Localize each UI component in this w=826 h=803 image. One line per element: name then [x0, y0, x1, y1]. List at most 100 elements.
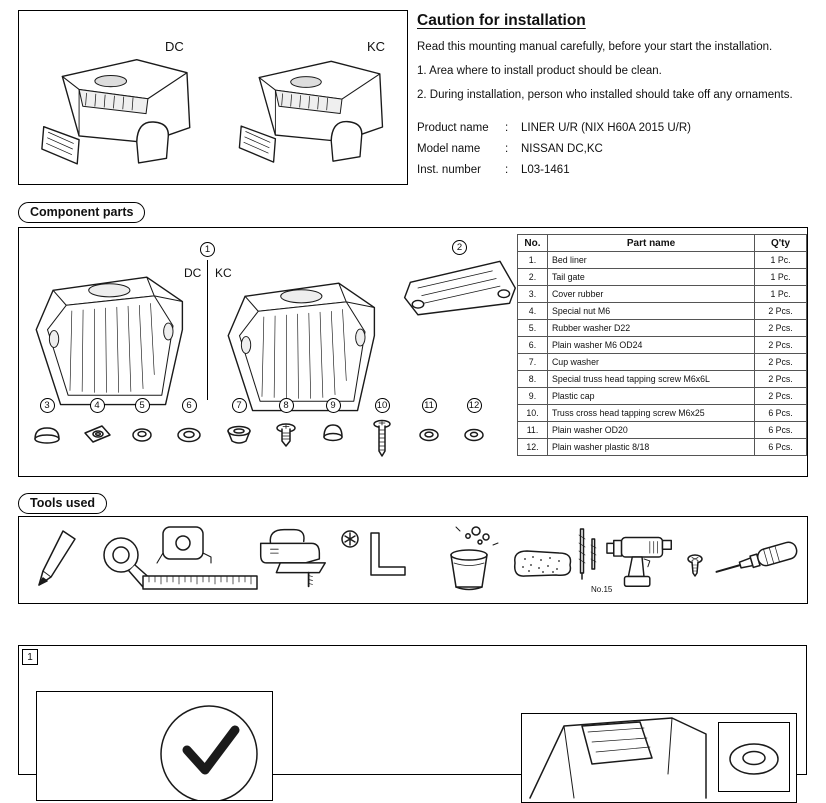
washer-rings-icon — [729, 743, 779, 775]
ruler-icon — [142, 575, 258, 590]
diagram-label-kc: KC — [215, 266, 232, 280]
cell-name: Plain washer plastic 8/18 — [546, 438, 756, 456]
cell-name: Special nut M6 — [546, 302, 756, 320]
inst-number-value: L03-1461 — [521, 163, 570, 176]
caution-section: Caution for installation Read this mount… — [417, 12, 819, 180]
callout-8: 8 — [278, 398, 294, 413]
part-item-7: 7 — [221, 398, 257, 457]
model-name-row: Model name : NISSAN DC,KC — [417, 138, 819, 159]
cell-qty: 6 Pcs. — [754, 438, 807, 456]
cell-qty: 2 Pcs. — [754, 353, 807, 371]
diagram-label-dc: DC — [184, 266, 202, 280]
cell-qty: 2 Pcs. — [754, 387, 807, 405]
cell-qty: 1 Pc. — [754, 251, 807, 269]
callout-4: 4 — [89, 398, 105, 413]
drill-bits-icon — [578, 528, 597, 580]
cell-no: 8. — [517, 370, 548, 388]
manual-page: DC KC Caution for installation Read this… — [18, 10, 819, 803]
cell-no: 4. — [517, 302, 548, 320]
tail-gate-illustration — [397, 252, 521, 326]
cup-washer-detail-inset — [718, 722, 790, 792]
part-item-8: 8 — [268, 398, 304, 457]
dc-kc-divider-line — [207, 260, 208, 400]
cell-qty: 2 Pcs. — [754, 319, 807, 337]
tools-used-section-label: Tools used — [18, 493, 108, 514]
step-1-check-panel — [36, 691, 273, 801]
product-info: Product name : LINER U/R (NIX H60A 2015 … — [417, 117, 819, 180]
truck-label-dc: DC — [165, 39, 184, 54]
cell-name: Special truss head tapping screw M6x6L — [546, 370, 756, 388]
bucket-icon — [450, 526, 499, 591]
truck-bed-dc-illustration — [27, 39, 213, 179]
column-header-qty: Q'ty — [754, 234, 807, 252]
cordless-drill-icon — [606, 536, 672, 587]
caution-title: Caution for installation — [417, 12, 586, 29]
part-item-10: 10 — [364, 398, 400, 461]
caution-item-1: 1. Area where to install product should … — [417, 65, 662, 77]
truck-label-kc: KC — [367, 39, 386, 54]
cell-name: Rubber washer D22 — [546, 319, 756, 337]
cell-qty: 2 Pcs. — [754, 336, 807, 354]
part-item-12: 12 — [456, 398, 492, 457]
component-parts-panel: 1 DC KC 2 3 4 5 6 — [18, 227, 808, 477]
cell-name: Cover rubber — [546, 285, 756, 303]
tape-measure-icon — [156, 526, 212, 564]
table-row: 8.Special truss head tapping screw M6x6L… — [517, 370, 807, 388]
caution-intro: Read this mounting manual carefully, bef… — [417, 41, 773, 53]
cell-qty: 2 Pcs. — [754, 302, 807, 320]
product-name-row: Product name : LINER U/R (NIX H60A 2015 … — [417, 117, 819, 138]
inst-number-row: Inst. number : L03-1461 — [417, 159, 819, 180]
bed-liner-dc-illustration — [25, 264, 203, 414]
checkmark-icon — [160, 705, 258, 800]
cell-name: Tail gate — [546, 268, 756, 286]
rubber-washer-icon — [132, 428, 152, 442]
callout-9: 9 — [325, 398, 341, 413]
cell-qty: 6 Pcs. — [754, 421, 807, 439]
pencil-icon — [38, 530, 76, 586]
colon: : — [505, 121, 509, 134]
callout-10: 10 — [374, 398, 390, 413]
sponge-icon — [513, 550, 572, 577]
column-header-name: Part name — [546, 234, 756, 252]
special-nut-icon — [84, 425, 111, 443]
cell-name: Plain washer OD20 — [546, 421, 756, 439]
cell-name: Truss cross head tapping screw M6x25 — [546, 404, 756, 422]
truck-bed-kc-illustration — [225, 39, 405, 179]
caution-item-2: 2. During installation, person who insta… — [417, 89, 793, 101]
colon: : — [505, 142, 509, 155]
cell-no: 10. — [517, 404, 548, 422]
product-name-value: LINER U/R (NIX H60A 2015 U/R) — [521, 121, 692, 134]
cell-qty: 1 Pc. — [754, 285, 807, 303]
truss-screw-short-icon — [276, 423, 296, 447]
step-1-detail-panel — [521, 713, 797, 803]
part-item-6: 6 — [171, 398, 207, 457]
jigsaw-icon — [259, 528, 326, 588]
cell-no: 7. — [517, 353, 548, 371]
cell-name: Plastic cap — [546, 387, 756, 405]
table-header-row: No. Part name Q'ty — [517, 234, 807, 252]
plastic-cap-icon — [323, 424, 343, 442]
callout-6: 6 — [181, 398, 197, 413]
plain-washer-od20-icon — [419, 428, 439, 442]
screwdriver-icon — [715, 541, 798, 573]
cell-no: 11. — [517, 421, 548, 439]
step-number-badge: 1 — [22, 649, 38, 665]
colon: : — [505, 163, 509, 176]
model-name-value: NISSAN DC,KC — [521, 142, 603, 155]
plain-washer-plastic-icon — [464, 428, 484, 442]
callout-3: 3 — [39, 398, 55, 413]
callout-12: 12 — [466, 398, 482, 413]
cell-qty: 6 Pcs. — [754, 404, 807, 422]
step-1-section: 1 — [18, 645, 807, 803]
product-name-label: Product name — [417, 121, 489, 134]
part-item-4: 4 — [79, 398, 115, 457]
truss-screw-long-icon — [373, 419, 391, 457]
